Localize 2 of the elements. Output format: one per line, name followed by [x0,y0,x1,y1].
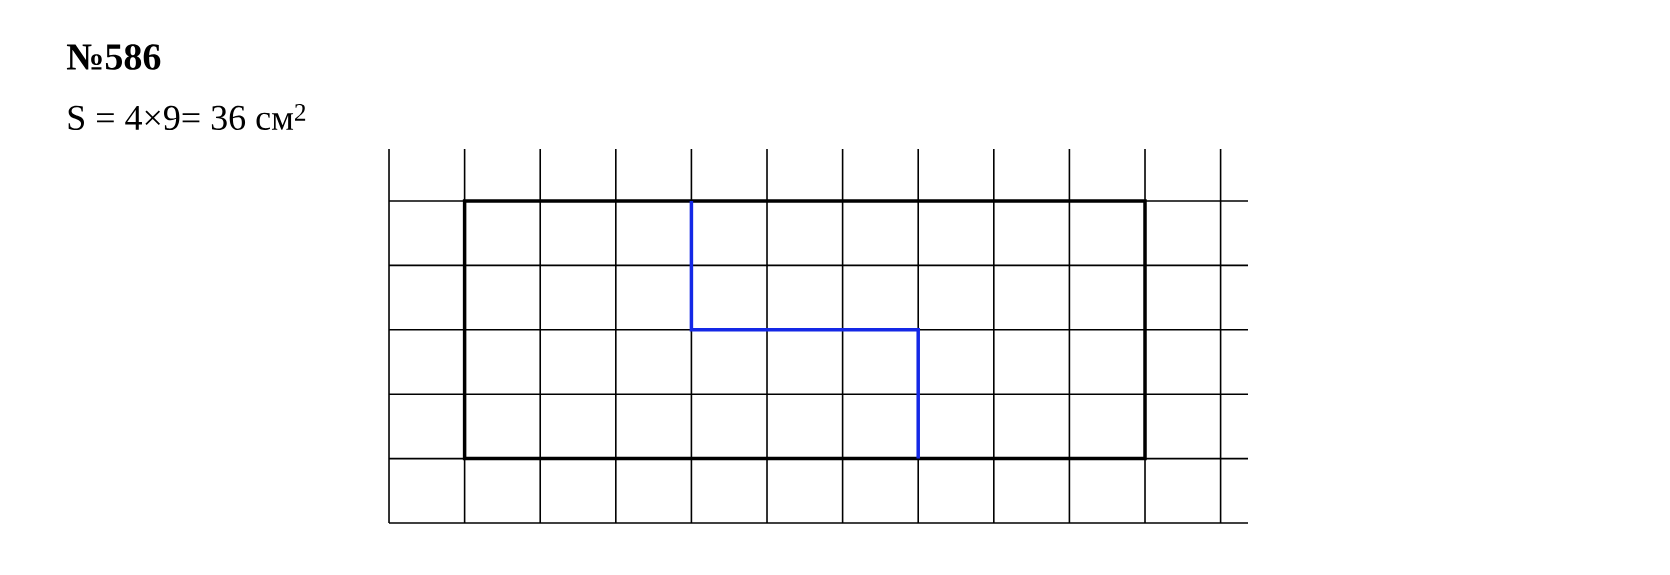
title: №586 [66,44,161,70]
area-formula: S = 4×9= 36 см$^{2}$ [68,103,306,130]
